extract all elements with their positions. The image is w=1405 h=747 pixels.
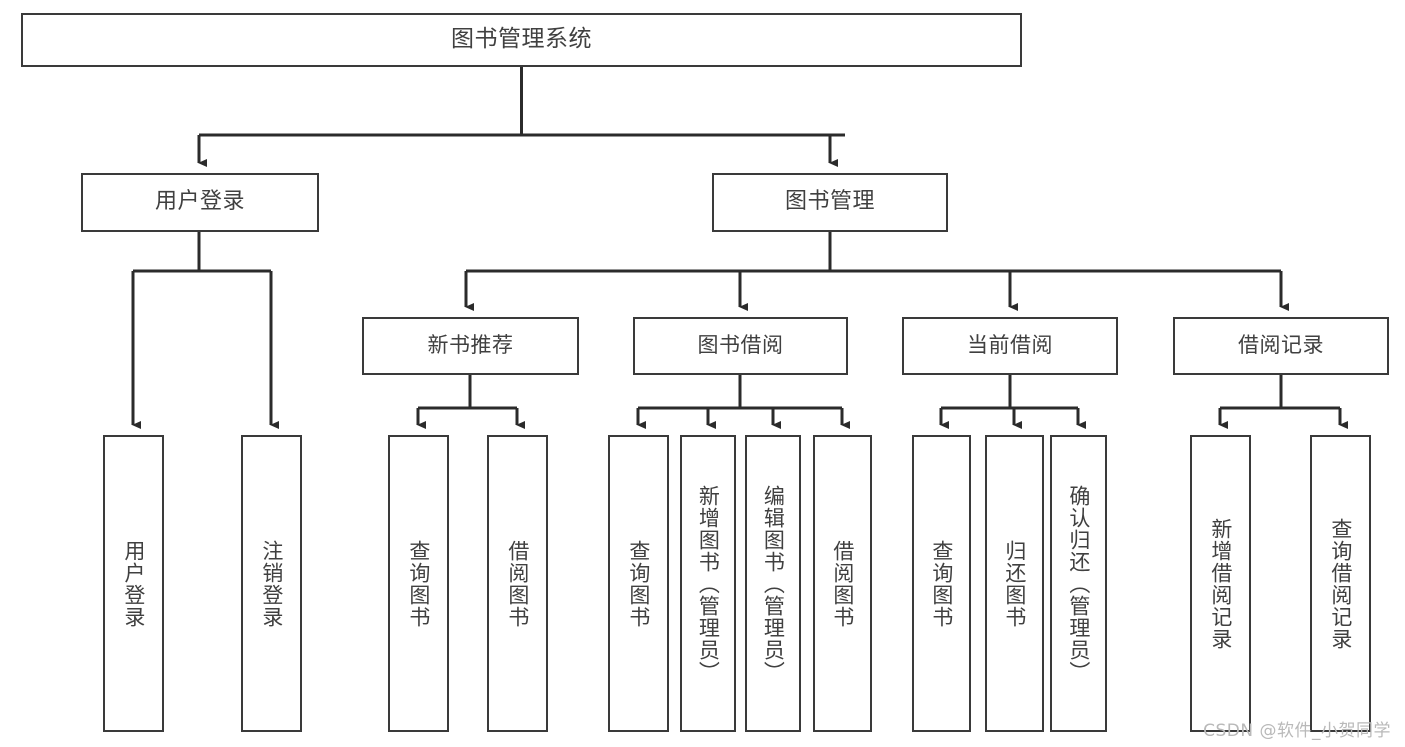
- node-leaf-user-logout[interactable]: 注销登录: [241, 435, 302, 732]
- node-leaf-edit-book[interactable]: 编辑图书（管理员）: [745, 435, 801, 732]
- node-leaf-confirm-return-label: 确认归还（管理员）: [1066, 484, 1091, 683]
- node-leaf-add-book-label: 新增图书（管理员）: [696, 484, 721, 683]
- node-leaf-query-record[interactable]: 查询借阅记录: [1310, 435, 1371, 732]
- node-leaf-borrow-book-1-label: 借阅图书: [505, 539, 530, 628]
- node-book-borrow[interactable]: 图书借阅: [633, 317, 848, 375]
- node-leaf-confirm-return[interactable]: 确认归还（管理员）: [1050, 435, 1107, 732]
- watermark-credit: CSDN @软件_小贺同学: [1203, 721, 1391, 741]
- node-book-management[interactable]: 图书管理: [712, 173, 948, 232]
- node-leaf-query-record-label: 查询借阅记录: [1328, 517, 1353, 650]
- node-leaf-query-book-1-label: 查询图书: [406, 539, 431, 628]
- node-leaf-return-book[interactable]: 归还图书: [985, 435, 1044, 732]
- node-leaf-borrow-book-1[interactable]: 借阅图书: [487, 435, 548, 732]
- node-book-management-label: 图书管理: [784, 189, 875, 215]
- node-leaf-user-logout-label: 注销登录: [259, 539, 284, 628]
- node-leaf-add-book[interactable]: 新增图书（管理员）: [680, 435, 736, 732]
- node-leaf-edit-book-label: 编辑图书（管理员）: [761, 484, 786, 683]
- node-borrow-record-label: 借阅记录: [1238, 333, 1324, 358]
- node-leaf-user-login-label: 用户登录: [121, 539, 146, 628]
- node-user-login[interactable]: 用户登录: [81, 173, 319, 232]
- node-current-borrow[interactable]: 当前借阅: [902, 317, 1118, 375]
- node-leaf-query-book-1[interactable]: 查询图书: [388, 435, 449, 732]
- node-leaf-add-record-label: 新增借阅记录: [1208, 517, 1233, 650]
- node-new-book-recommend-label: 新书推荐: [427, 333, 514, 358]
- node-leaf-borrow-book-2[interactable]: 借阅图书: [813, 435, 872, 732]
- node-leaf-user-login[interactable]: 用户登录: [103, 435, 164, 732]
- node-leaf-query-book-3[interactable]: 查询图书: [912, 435, 971, 732]
- node-root-label: 图书管理系统: [451, 26, 592, 53]
- node-leaf-borrow-book-2-label: 借阅图书: [830, 539, 855, 628]
- node-root-system[interactable]: 图书管理系统: [21, 13, 1022, 67]
- node-current-borrow-label: 当前借阅: [967, 333, 1053, 358]
- node-new-book-recommend[interactable]: 新书推荐: [362, 317, 579, 375]
- node-user-login-label: 用户登录: [154, 189, 245, 215]
- node-leaf-query-book-2[interactable]: 查询图书: [608, 435, 669, 732]
- node-borrow-record[interactable]: 借阅记录: [1173, 317, 1389, 375]
- node-leaf-add-record[interactable]: 新增借阅记录: [1190, 435, 1251, 732]
- node-book-borrow-label: 图书借阅: [697, 333, 784, 358]
- node-leaf-query-book-3-label: 查询图书: [929, 539, 954, 628]
- node-leaf-return-book-label: 归还图书: [1002, 539, 1027, 628]
- node-leaf-query-book-2-label: 查询图书: [626, 539, 651, 628]
